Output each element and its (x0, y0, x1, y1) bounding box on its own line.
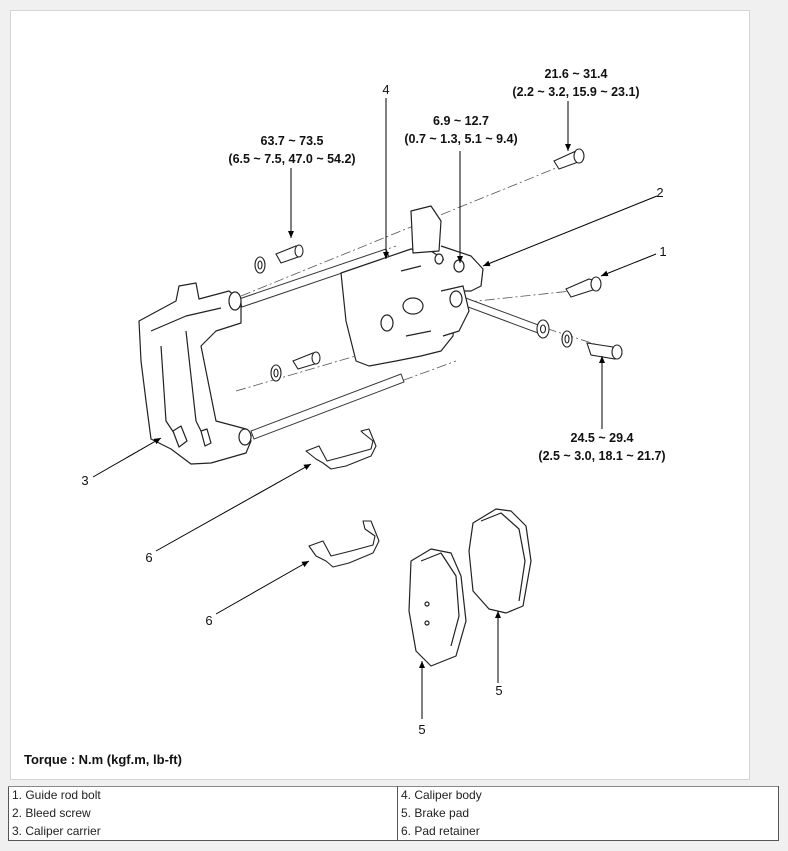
right-fasteners (536, 319, 623, 360)
caliper-body (340, 205, 484, 367)
brake-pads (408, 508, 532, 667)
legend-item: 6. Pad retainer (397, 822, 779, 842)
torque-specs: 21.6 ~ 31.4 (2.2 ~ 3.2, 15.9 ~ 23.1) 6.9… (228, 67, 665, 463)
torque-unit-label: Torque : N.m (kgf.m, lb-ft) (24, 752, 182, 767)
legend-item: 1. Guide rod bolt (8, 785, 398, 805)
brake-caliper-exploded-view: 4 2 1 3 6 6 5 5 21.6 ~ 31.4 (2.2 ~ 3.2, … (81, 67, 666, 737)
callout-5-right: 5 (495, 683, 502, 698)
callout-2: 2 (656, 185, 663, 200)
torque-top-right-imperial: (2.2 ~ 3.2, 15.9 ~ 23.1) (512, 85, 639, 99)
leader-lines (92, 98, 658, 719)
guide-pin-bars (238, 248, 542, 440)
top-right-bolt (553, 148, 585, 170)
callout-1: 1 (659, 244, 666, 259)
torque-bottom-right-imperial: (2.5 ~ 3.0, 18.1 ~ 21.7) (538, 449, 665, 463)
callout-3: 3 (81, 473, 88, 488)
callout-5-left: 5 (418, 722, 425, 737)
callout-4: 4 (382, 82, 389, 97)
callout-6-upper: 6 (145, 550, 152, 565)
torque-left-imperial: (6.5 ~ 7.5, 47.0 ~ 54.2) (228, 152, 355, 166)
callout-6-lower: 6 (205, 613, 212, 628)
guide-rod-bolt (565, 276, 602, 298)
legend-row: 2. Bleed screw 5. Brake pad (8, 804, 779, 823)
legend-item: 3. Caliper carrier (8, 822, 398, 842)
torque-bleed-value: 6.9 ~ 12.7 (433, 114, 489, 128)
legend-item: 4. Caliper body (397, 785, 779, 805)
callout-numbers: 4 2 1 3 6 6 5 5 (81, 82, 666, 737)
exploded-diagram-frame: 4 2 1 3 6 6 5 5 21.6 ~ 31.4 (2.2 ~ 3.2, … (10, 10, 750, 780)
left-fasteners (254, 244, 321, 382)
torque-left-value: 63.7 ~ 73.5 (261, 134, 324, 148)
caliper-carrier (138, 282, 252, 465)
legend-row: 1. Guide rod bolt 4. Caliper body (8, 785, 779, 805)
parts-legend-table: 1. Guide rod bolt 4. Caliper body 2. Ble… (8, 785, 779, 842)
legend-row: 3. Caliper carrier 6. Pad retainer (8, 822, 779, 842)
pad-retainers (305, 428, 380, 568)
torque-bottom-right-value: 24.5 ~ 29.4 (571, 431, 634, 445)
torque-bleed-imperial: (0.7 ~ 1.3, 5.1 ~ 9.4) (404, 132, 517, 146)
torque-top-right-value: 21.6 ~ 31.4 (545, 67, 608, 81)
legend-item: 5. Brake pad (397, 804, 779, 823)
legend-item: 2. Bleed screw (8, 804, 398, 823)
